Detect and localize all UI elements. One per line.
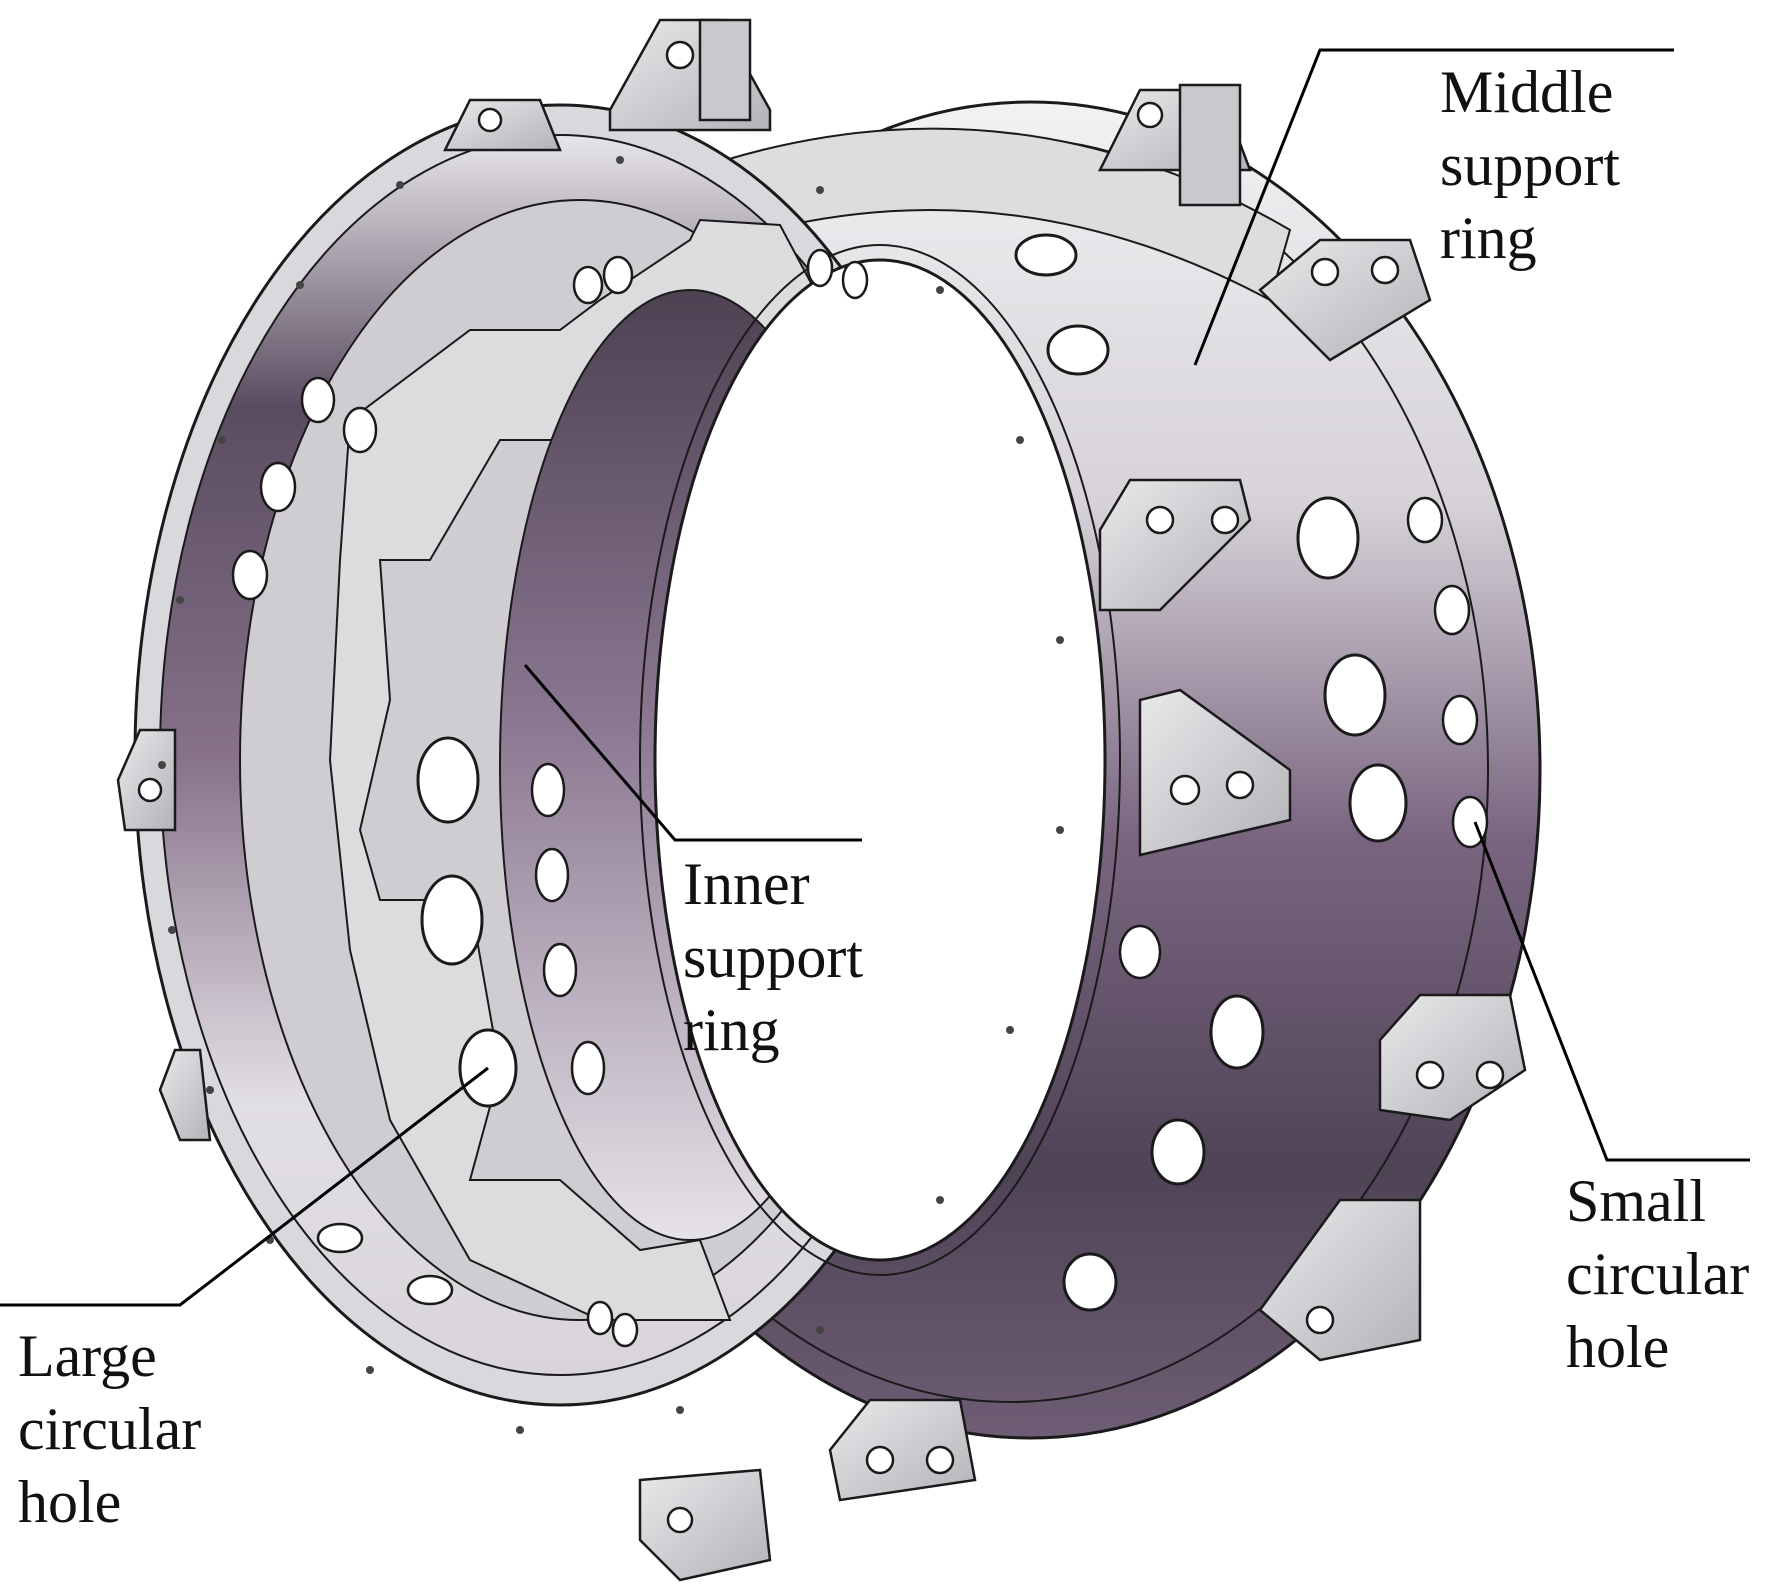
label-line: support — [1440, 132, 1620, 198]
large-hole — [1209, 994, 1265, 1070]
large-circular-hole-label: Large circular hole — [18, 1320, 201, 1539]
small-hole — [570, 1040, 606, 1096]
lug-right-upper — [1258, 238, 1432, 362]
leader-inner-support-ring — [523, 664, 862, 842]
small-hole — [231, 549, 269, 601]
small-hole — [806, 248, 834, 288]
flange-bolt-holes — [158, 156, 1064, 1434]
large-hole — [1323, 653, 1387, 737]
lug-right-lower — [1378, 993, 1527, 1122]
small-hole — [259, 461, 297, 513]
small-hole — [1406, 496, 1444, 544]
lug-bottom — [638, 1398, 977, 1582]
mounting-lugs — [116, 18, 1527, 1582]
label-line: Small — [1566, 1168, 1707, 1234]
label-line: support — [683, 924, 863, 990]
small-hole — [611, 1312, 639, 1348]
lug-middle — [1138, 688, 1292, 857]
small-hole — [572, 265, 604, 305]
label-line: Middle — [1440, 59, 1614, 125]
middle-support-ring-label: Middle support ring — [1440, 56, 1620, 275]
small-hole — [406, 1274, 454, 1306]
lug-top-right — [1097, 83, 1252, 207]
leader-small-circular-hole — [1473, 821, 1750, 1162]
large-hole — [420, 874, 484, 966]
small-circular-holes — [231, 248, 1489, 1348]
small-hole — [316, 1222, 364, 1254]
large-hole — [1150, 1118, 1206, 1186]
lug-top-left — [442, 98, 562, 152]
large-hole — [416, 736, 480, 824]
lug-middle-upper — [1098, 478, 1252, 612]
inner-support-ring — [239, 199, 1121, 1321]
large-hole — [1046, 324, 1110, 376]
large-hole — [1062, 1252, 1118, 1312]
small-hole — [602, 255, 634, 295]
small-circular-hole-label: Small circular hole — [1566, 1165, 1749, 1384]
small-hole — [300, 376, 336, 424]
label-line: hole — [18, 1469, 122, 1535]
small-hole — [1433, 584, 1471, 636]
small-hole — [1441, 694, 1479, 746]
lug-top — [608, 18, 772, 132]
small-hole — [342, 406, 378, 454]
large-hole — [1014, 233, 1078, 277]
label-line: Inner — [683, 851, 810, 917]
large-hole — [1348, 763, 1408, 843]
label-line: ring — [1440, 205, 1537, 271]
small-hole — [1118, 924, 1162, 980]
leader-lines — [0, 48, 1750, 1307]
inner-support-ring-label: Inner support ring — [683, 848, 863, 1067]
label-line: hole — [1566, 1314, 1670, 1380]
label-line: Large — [18, 1323, 157, 1389]
large-hole — [1296, 496, 1360, 580]
lug-left — [116, 728, 212, 1142]
label-line: circular — [1566, 1241, 1750, 1307]
small-hole — [530, 762, 566, 818]
label-line: ring — [683, 997, 780, 1063]
small-hole — [586, 1300, 614, 1336]
small-hole — [841, 260, 869, 300]
lug-bottom-right — [1258, 1198, 1422, 1362]
leader-middle-support-ring — [1193, 48, 1674, 366]
leader-large-circular-hole — [0, 1066, 489, 1307]
label-line: circular — [18, 1396, 202, 1462]
small-hole — [542, 942, 578, 998]
small-hole — [534, 847, 570, 903]
